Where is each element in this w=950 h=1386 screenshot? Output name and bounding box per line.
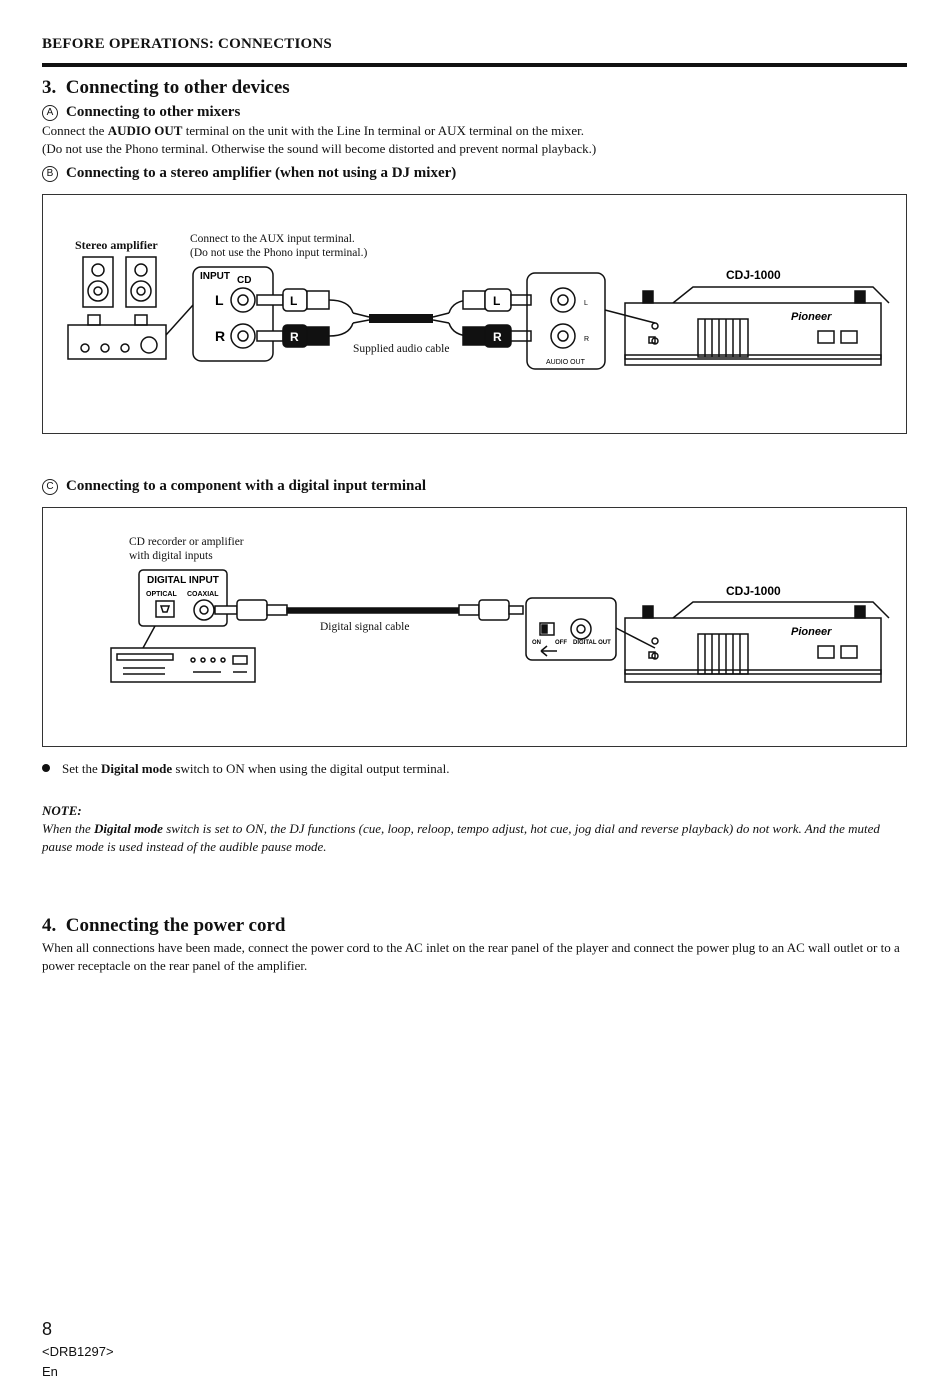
header-rule (42, 63, 907, 67)
section-3-title: Connecting to other devices (65, 77, 290, 98)
digital-out-panel (525, 597, 617, 661)
input-label: INPUT (200, 271, 230, 282)
note-body: When the Digital mode switch is set to O… (42, 820, 908, 856)
subsection-a-text: Connect the AUDIO OUT terminal on the un… (42, 122, 912, 158)
digital-input-panel (138, 569, 228, 627)
bullet-pre: Set the (62, 761, 101, 776)
digital-out-jack-icon (570, 618, 592, 640)
subsection-a-title: Connecting to other mixers (66, 104, 241, 120)
diagram-b-frame: Stereo amplifier Connect to the AUX inpu… (42, 194, 907, 434)
subsection-c-title: Connecting to a component with a digital… (66, 478, 427, 494)
digital-mode-bullet: Set the Digital mode switch to ON when u… (42, 760, 449, 778)
out-l-label: L (584, 300, 588, 307)
subsection-a-line1: Connect the AUDIO OUT terminal on the un… (42, 122, 912, 140)
digital-cable-label: Digital signal cable (320, 621, 410, 633)
on-label: ON (532, 640, 541, 646)
cd-recorder-icon (110, 647, 256, 683)
marker-c: C (42, 479, 58, 495)
bullet-bold: Digital mode (101, 761, 173, 776)
section-3-heading: 3. Connecting to other devices (42, 77, 290, 99)
off-label: OFF (555, 640, 567, 646)
section-4-number: 4. (42, 915, 57, 936)
marker-a: A (42, 105, 58, 121)
recorder-label-line1: CD recorder or amplifier (129, 536, 244, 548)
digital-out-label: DIGITAL OUT (573, 640, 611, 646)
subsection-b-title: Connecting to a stereo amplifier (when n… (66, 165, 457, 181)
bullet-post: switch to ON when using the digital outp… (172, 761, 450, 776)
amplifier-icon (67, 314, 167, 360)
speaker-right-icon (125, 256, 157, 308)
section-4-title: Connecting the power cord (65, 915, 286, 936)
optical-jack-icon (155, 600, 175, 618)
cd-label: CD (237, 275, 251, 286)
amp-r-label: R (215, 328, 225, 344)
note-pre: When the (42, 821, 94, 836)
line1-pre: Connect the (42, 123, 108, 138)
cdj-1000-player-icon-c (624, 601, 890, 683)
stereo-amplifier-label: Stereo amplifier (75, 238, 158, 252)
plug-r-right: R (493, 330, 502, 344)
page-number: 8 (42, 1319, 53, 1339)
plug-r-left: R (290, 330, 299, 344)
digital-mode-switch (539, 622, 555, 636)
recorder-label: CD recorder or amplifier with digital in… (129, 535, 244, 563)
aux-note-line1: Connect to the AUX input terminal. (190, 233, 355, 245)
marker-b: B (42, 166, 58, 182)
audio-out-term: AUDIO OUT (107, 123, 183, 138)
diagram-b-drawing: INPUT CD L R L R L R (67, 256, 890, 370)
speaker-left-icon (82, 256, 114, 308)
diagram-c-frame: CD recorder or amplifier with digital in… (42, 507, 907, 747)
page-header: BEFORE OPERATIONS: CONNECTIONS (42, 36, 332, 52)
coaxial-label: COAXIAL (187, 591, 219, 598)
diagram-c-drawing: DIGITAL INPUT OPTICAL COAXIAL (110, 569, 890, 683)
pioneer-logo-b: Pioneer (791, 311, 832, 323)
aux-note: Connect to the AUX input terminal. (Do n… (190, 232, 367, 260)
right-rca-plugs (448, 288, 532, 348)
section-3-number: 3. (42, 77, 57, 98)
subsection-a-heading: A Connecting to other mixers (42, 104, 240, 121)
section-4-body: When all connections have been made, con… (42, 940, 900, 973)
recorder-label-line2: with digital inputs (129, 550, 213, 562)
audio-out-label: AUDIO OUT (546, 359, 586, 366)
optical-label: OPTICAL (146, 591, 177, 598)
out-r-label: R (584, 336, 589, 343)
amp-rca-jacks (230, 287, 256, 349)
digital-input-label: DIGITAL INPUT (147, 575, 219, 586)
language-code: En (42, 1364, 58, 1379)
cdj-label-b: CDJ-1000 (726, 268, 781, 282)
subsection-b-heading: B Connecting to a stereo amplifier (when … (42, 165, 456, 182)
audio-out-panel (526, 272, 606, 370)
section-4-heading: 4. Connecting the power cord (42, 915, 285, 937)
bullet-icon (42, 764, 50, 772)
cdj-1000-player-icon (624, 286, 890, 366)
pioneer-logo-c: Pioneer (791, 626, 832, 638)
coaxial-jack-icon (193, 599, 215, 621)
note-post: switch is set to ON, the DJ functions (c… (42, 821, 880, 854)
plug-l-right: L (493, 294, 500, 308)
audio-out-jacks (550, 287, 576, 349)
doc-code: <DRB1297> (42, 1344, 114, 1359)
coax-cable (214, 599, 524, 621)
note-bold: Digital mode (93, 821, 163, 836)
supplied-cable-label: Supplied audio cable (353, 343, 450, 355)
left-rca-plugs (256, 288, 354, 348)
amp-l-label: L (215, 292, 224, 308)
note-title: NOTE: (42, 803, 82, 818)
subsection-c-heading: C Connecting to a component with a digita… (42, 478, 426, 495)
line1-post: terminal on the unit with the Line In te… (182, 123, 584, 138)
audio-cable (369, 314, 433, 323)
plug-l-left: L (290, 294, 297, 308)
amp-input-panel (192, 266, 274, 362)
arrow-left-icon (540, 645, 557, 657)
aux-note-line2: (Do not use the Phono input terminal.) (190, 247, 368, 259)
subsection-a-line2: (Do not use the Phono terminal. Otherwis… (42, 141, 597, 156)
note-block: NOTE: When the Digital mode switch is se… (42, 802, 908, 856)
cdj-label-c: CDJ-1000 (726, 584, 781, 598)
